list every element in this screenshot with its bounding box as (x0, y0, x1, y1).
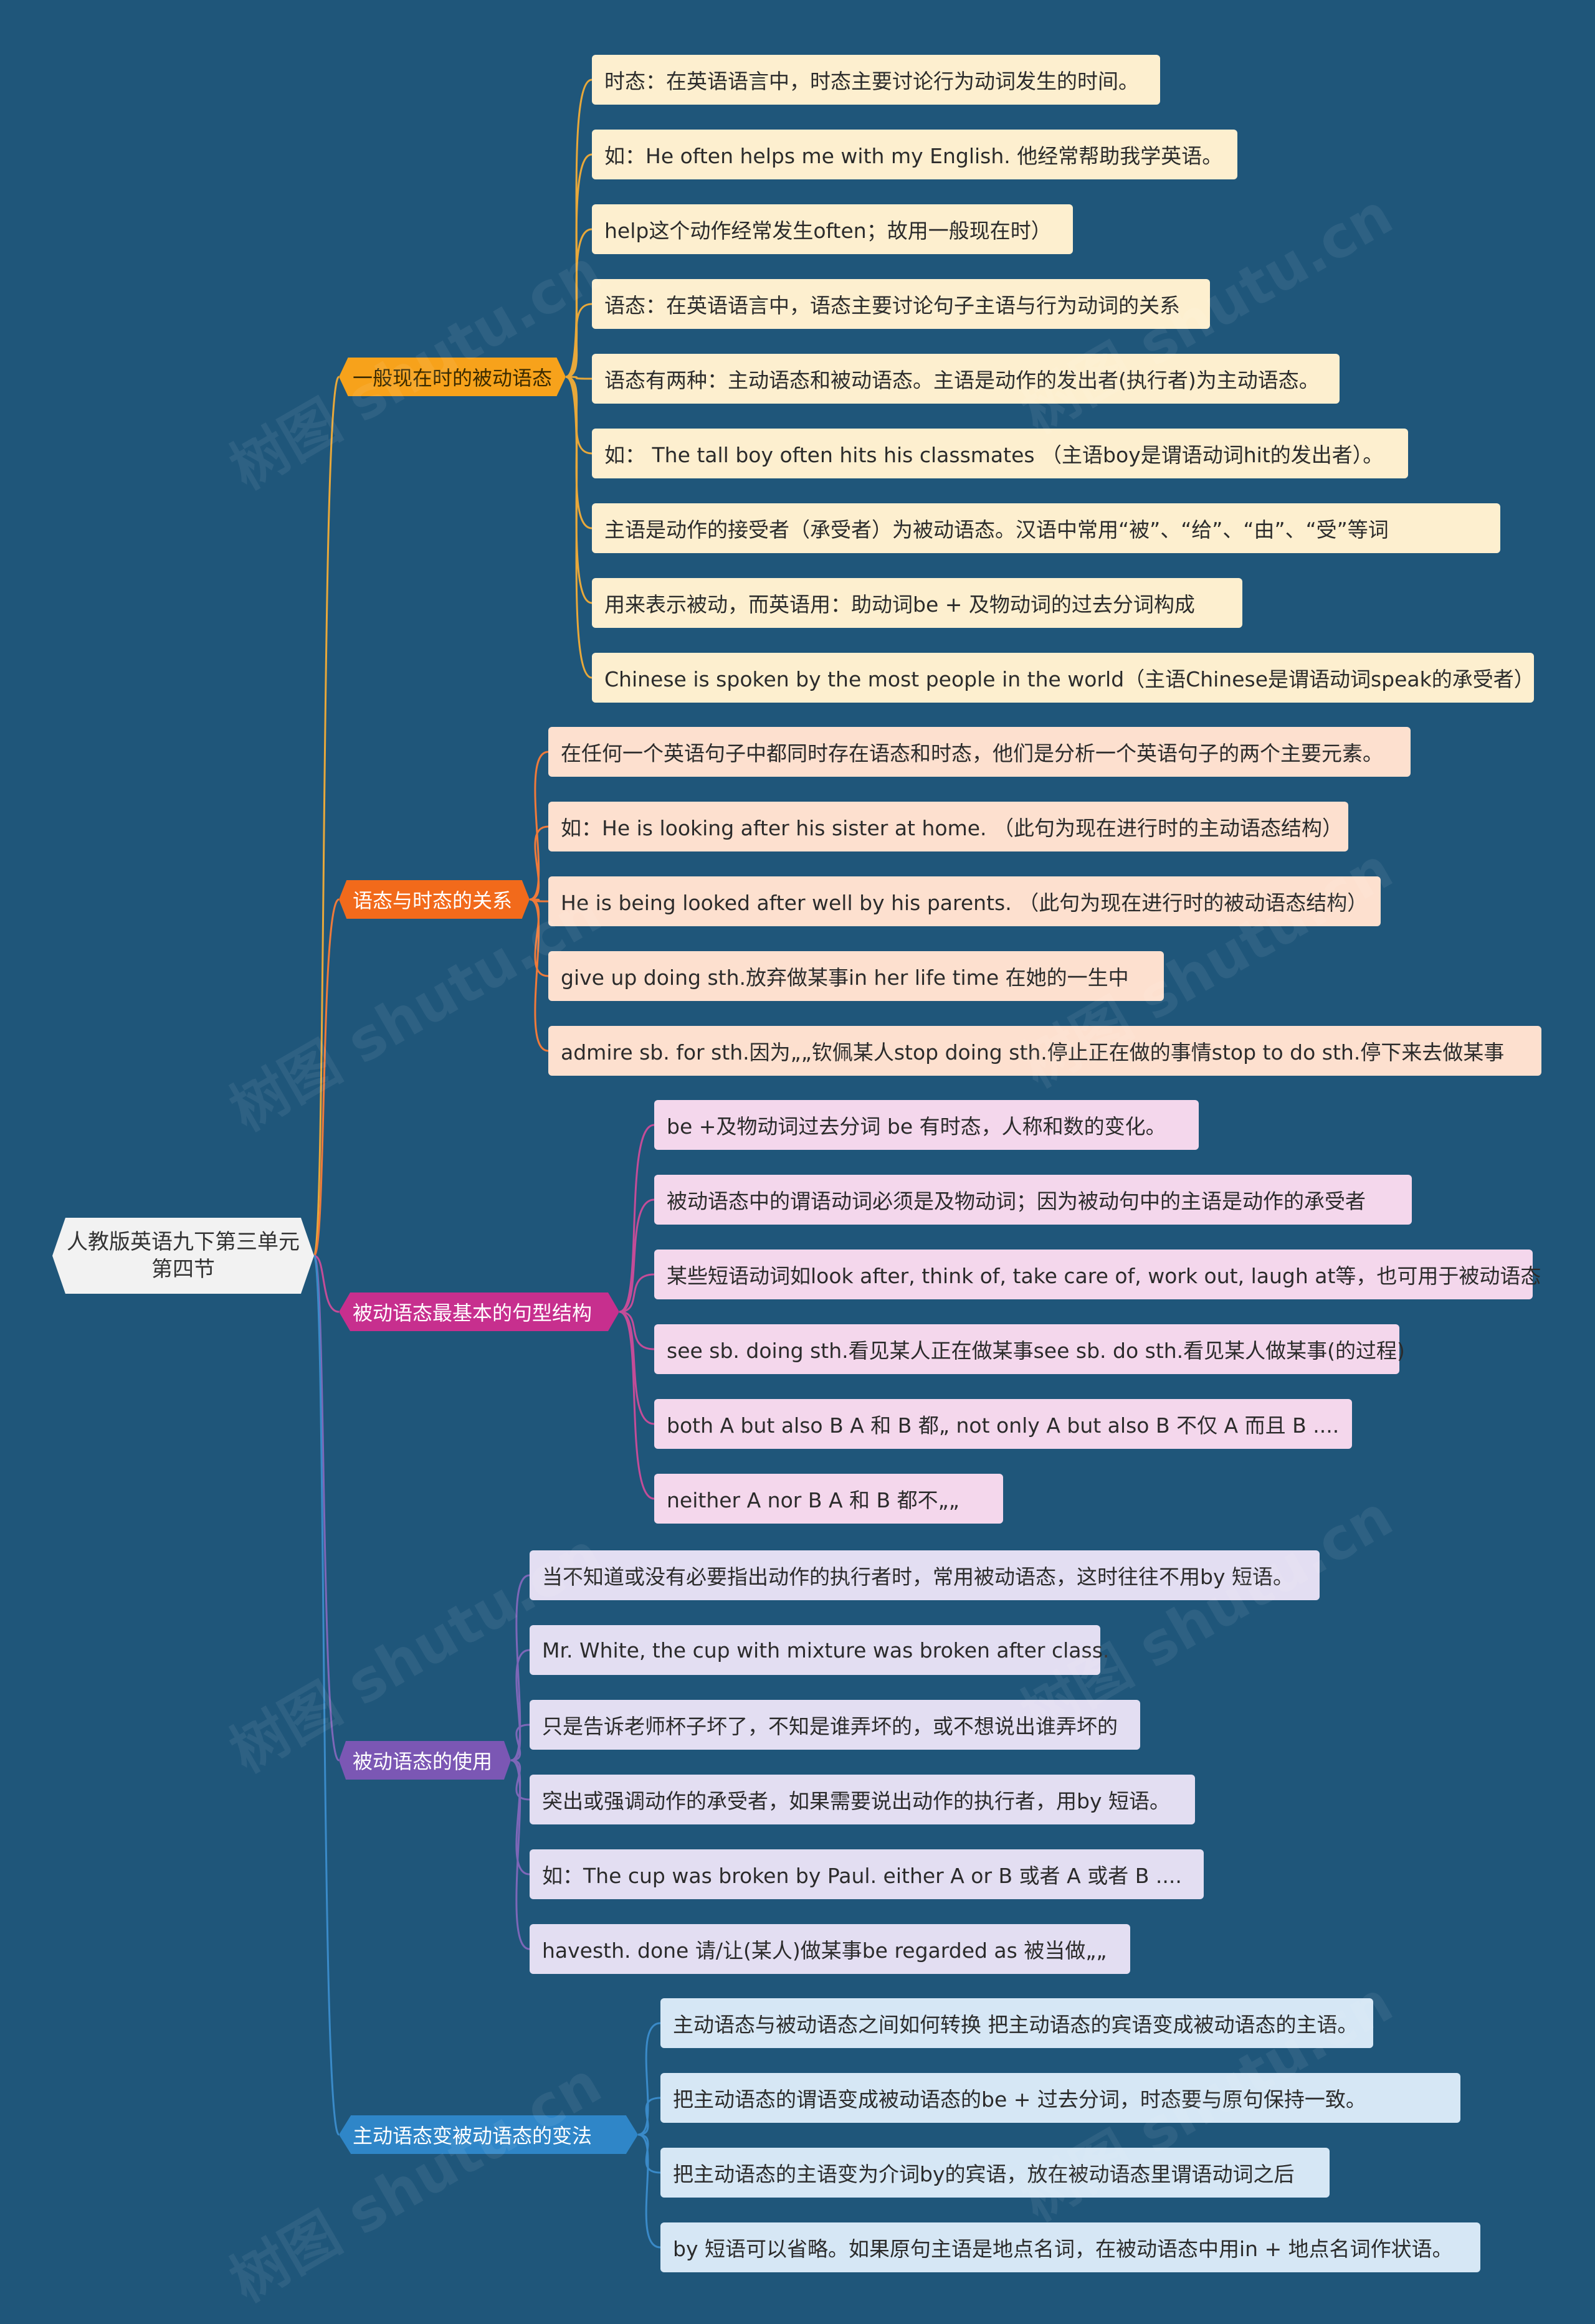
connector-line (510, 1759, 530, 1801)
leaf-node[interactable]: havesth. done 请/让(某人)做某事be regarded as 被… (530, 1924, 1130, 1974)
connector-line (510, 1759, 530, 1950)
connector-line (565, 78, 593, 378)
leaf-node[interactable]: 如：The cup was broken by Paul. either A o… (530, 1849, 1204, 1899)
leaf-node[interactable]: 只是告诉老师杯子坏了，不知是谁弄坏的，或不想说出谁弄坏的 (530, 1700, 1140, 1750)
connector-line (565, 376, 593, 455)
leaf-node[interactable]: neither A nor B A 和 B 都不„„ (654, 1474, 1003, 1524)
branch-node-3[interactable]: 被动语态最基本的句型结构 (339, 1292, 619, 1331)
branch-label: 主动语态变被动语态的变法 (353, 2124, 593, 2148)
connector-line (510, 1759, 530, 1876)
connector-line (565, 376, 593, 380)
connector-line (529, 898, 549, 1052)
leaf-node[interactable]: 主动语态与被动语态之间如何转换 把主动语态的宾语变成被动语态的主语。 (660, 1998, 1373, 2048)
connector-line (619, 1273, 655, 1313)
connector-line (637, 2097, 661, 2136)
branch-node-1[interactable]: 一般现在时的被动语态 (339, 358, 566, 396)
connector-line (529, 751, 549, 901)
leaf-node[interactable]: both A but also B A 和 B 都„ not only A bu… (654, 1399, 1352, 1449)
leaf-node[interactable]: 语态有两种：主动语态和被动语态。主语是动作的发出者(执行者)为主动语态。 (592, 354, 1340, 404)
connector-line (313, 1254, 340, 1313)
branch-node-2[interactable]: 语态与时态的关系 (339, 880, 530, 919)
leaf-node[interactable]: 当不知道或没有必要指出动作的执行者时，常用被动语态，这时往往不用by 短语。 (530, 1550, 1320, 1600)
connector-line (529, 825, 549, 901)
connector-line (565, 376, 593, 679)
leaf-node[interactable]: 如： The tall boy often hits his classmate… (592, 429, 1408, 478)
leaf-node[interactable]: help这个动作经常发生often；故用一般现在时） (592, 204, 1073, 254)
leaf-node[interactable]: 突出或强调动作的承受者，如果需要说出动作的执行者，用by 短语。 (530, 1775, 1195, 1824)
branch-node-5[interactable]: 主动语态变被动语态的变法 (339, 2115, 638, 2154)
connector-line (313, 1254, 340, 2136)
connector-line (619, 1311, 655, 1425)
connector-line (565, 228, 593, 378)
leaf-node[interactable]: Chinese is spoken by the most people in … (592, 653, 1535, 703)
leaf-node[interactable]: by 短语可以省略。如果原句主语是地点名词，在被动语态中用in + 地点名词作状… (660, 2222, 1480, 2272)
connector-line (510, 1724, 530, 1762)
connector-line (529, 898, 549, 977)
leaf-node[interactable]: 主语是动作的接受者（承受者）为被动语态。汉语中常用“被”、“给”、“由”、“受”… (592, 503, 1500, 553)
connector-line (619, 1311, 655, 1500)
connector-line (619, 1124, 655, 1313)
connector-line (313, 898, 340, 1257)
connector-line (510, 1649, 530, 1762)
leaf-node[interactable]: 某些短语动词如look after, think of, take care o… (654, 1250, 1541, 1299)
leaf-node[interactable]: 被动语态中的谓语动词必须是及物动词；因为被动句中的主语是动作的承受者 (654, 1175, 1412, 1225)
root-label: 人教版英语九下第三单元第四节 (67, 1230, 300, 1282)
connector-line (637, 2133, 661, 2174)
leaf-node[interactable]: 把主动语态的谓语变成被动语态的be + 过去分词，时态要与原句保持一致。 (660, 2073, 1460, 2123)
leaf-node[interactable]: Mr. White, the cup with mixture was brok… (530, 1625, 1109, 1675)
root-node[interactable]: 人教版英语九下第三单元第四节 (52, 1218, 314, 1294)
leaf-node[interactable]: He is being looked after well by his par… (548, 876, 1381, 926)
branch-node-4[interactable]: 被动语态的使用 (339, 1741, 511, 1780)
leaf-node[interactable]: see sb. doing sth.看见某人正在做某事see sb. do st… (654, 1324, 1405, 1374)
connector-line (619, 1311, 655, 1350)
leaf-node[interactable]: 如：He often helps me with my English. 他经常… (592, 130, 1237, 179)
connector-line (313, 376, 340, 1257)
leaf-node[interactable]: admire sb. for sth.因为„„钦佩某人stop doing st… (548, 1026, 1541, 1076)
connector-line (637, 2022, 661, 2136)
connector-line (529, 898, 549, 903)
leaf-node[interactable]: 时态：在英语语言中，时态主要讨论行为动词发生的时间。 (592, 55, 1160, 105)
branch-label: 被动语态最基本的句型结构 (353, 1301, 593, 1325)
branch-label: 被动语态的使用 (353, 1750, 493, 1773)
connector-line (565, 376, 593, 604)
connector-line (619, 1198, 655, 1313)
connector-line (565, 153, 593, 378)
leaf-node[interactable]: 在任何一个英语句子中都同时存在语态和时态，他们是分析一个英语句子的两个主要元素。 (548, 727, 1411, 777)
leaf-node[interactable]: 如：He is looking after his sister at home… (548, 802, 1348, 851)
branch-label: 语态与时态的关系 (353, 889, 513, 913)
branch-label: 一般现在时的被动语态 (353, 366, 553, 390)
leaf-node[interactable]: give up doing sth.放弃做某事in her life time … (548, 951, 1164, 1001)
leaf-node[interactable]: 语态：在英语语言中，语态主要讨论句子主语与行为动词的关系 (592, 279, 1210, 329)
leaf-node[interactable]: 用来表示被动，而英语用：助动词be + 及物动词的过去分词构成 (592, 578, 1242, 628)
connector-line (565, 303, 593, 378)
leaf-node[interactable]: be +及物动词过去分词 be 有时态，人称和数的变化。 (654, 1100, 1199, 1150)
leaf-node[interactable]: 把主动语态的主语变为介词by的宾语，放在被动语态里谓语动词之后 (660, 2148, 1330, 2198)
connector-line (313, 1254, 340, 1762)
connector-line (637, 2133, 661, 2249)
